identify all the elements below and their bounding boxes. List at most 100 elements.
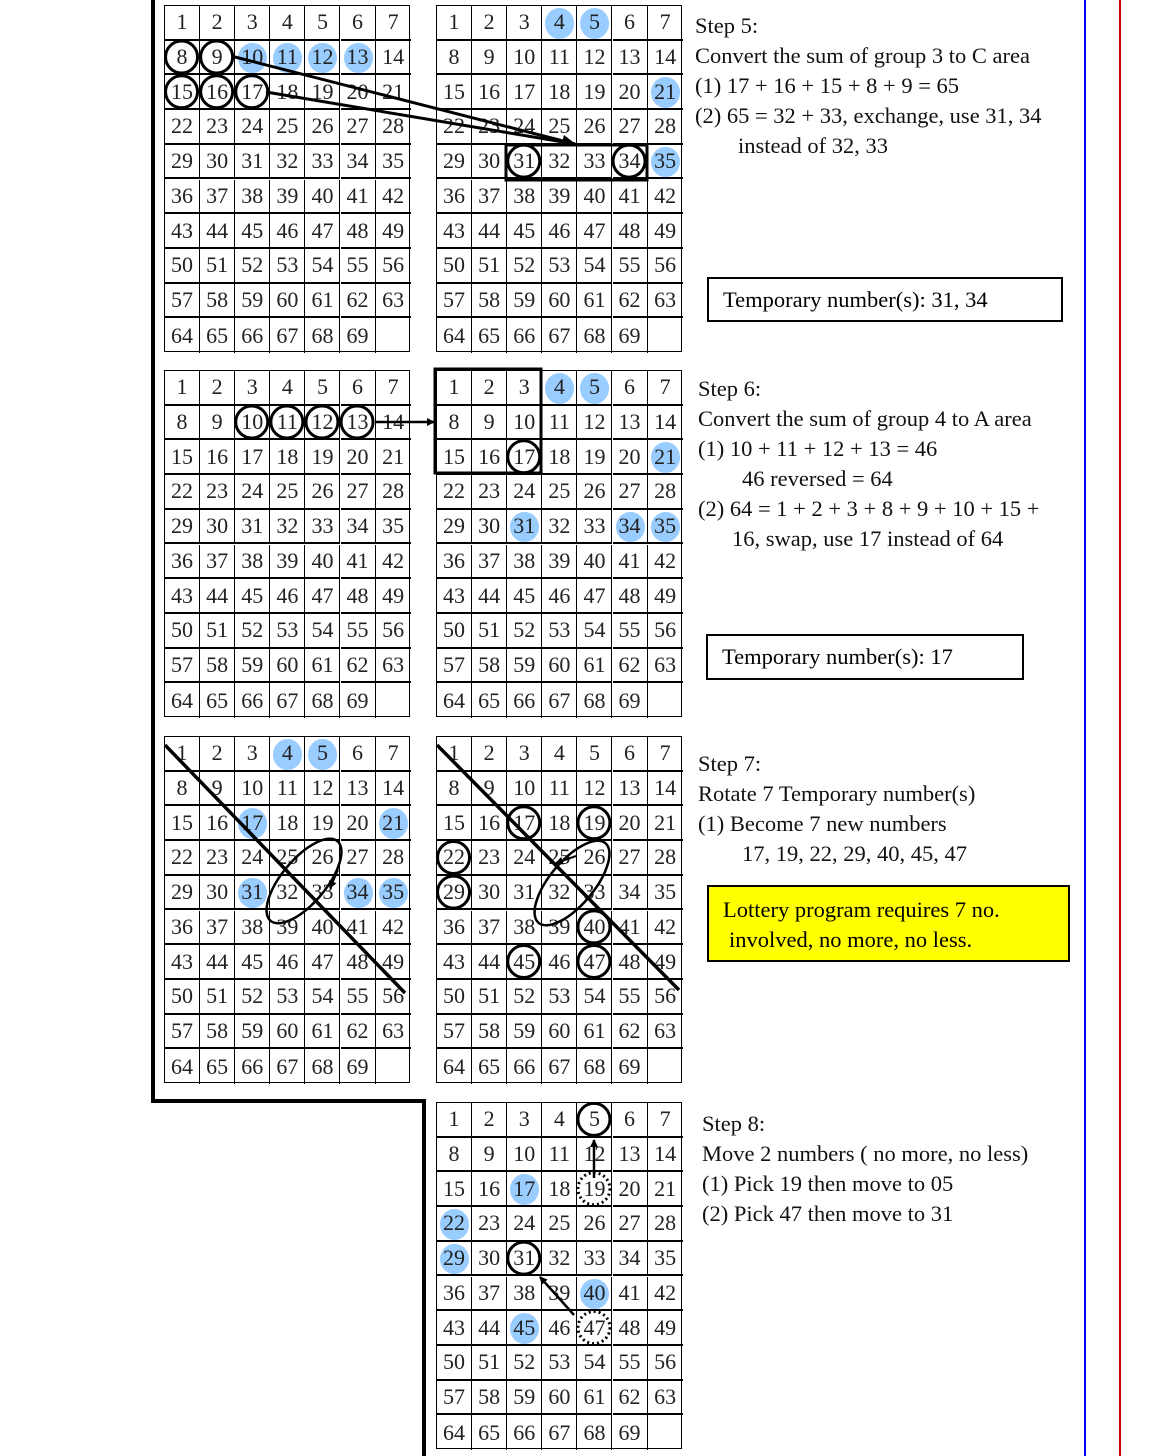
grid-cell: 42 xyxy=(647,1277,683,1312)
grid-cell: 17 xyxy=(235,806,271,842)
grid-cell: 30 xyxy=(472,1241,508,1277)
grid-cell: 2 xyxy=(472,1103,508,1138)
grid-cell: 39 xyxy=(270,910,306,946)
highlight-marker xyxy=(650,442,680,474)
grid-cell: 56 xyxy=(647,980,683,1015)
grid-cell: 60 xyxy=(542,283,578,319)
grid-cell: 48 xyxy=(340,579,376,614)
grid-cell: 26 xyxy=(577,475,613,510)
grid-cell: 68 xyxy=(577,1049,613,1084)
grid-cell: 56 xyxy=(647,1346,683,1381)
grid-cell: 66 xyxy=(507,1049,543,1084)
grid-cell: 53 xyxy=(542,979,578,1015)
grid-cell: 19 xyxy=(577,806,613,842)
grid-cell: 25 xyxy=(542,475,578,510)
grid-cell: 4 xyxy=(542,371,578,406)
grid-cell: 48 xyxy=(612,579,648,614)
grid-cell: 2 xyxy=(472,6,508,41)
grid-cell: 65 xyxy=(200,318,236,353)
grid-cell: 1 xyxy=(165,6,201,41)
grid-cell: 37 xyxy=(200,910,236,946)
grid-cell: 15 xyxy=(437,75,473,111)
grid-cell: 46 xyxy=(542,214,578,249)
grid-cell: 18 xyxy=(270,806,306,842)
grid-cell xyxy=(376,683,411,718)
grid-cell: 4 xyxy=(542,1103,578,1138)
grid-cell xyxy=(648,318,683,353)
grid-cell: 39 xyxy=(542,1276,578,1312)
step7-line1: Rotate 7 Temporary number(s) xyxy=(698,781,976,806)
step7-line3: 17, 19, 22, 29, 40, 45, 47 xyxy=(742,841,967,866)
grid-cell: 64 xyxy=(165,683,201,718)
grid-cell: 66 xyxy=(235,683,271,718)
grid-cell: 20 xyxy=(340,440,376,476)
grid-cell: 5 xyxy=(577,1103,613,1138)
grid-cell: 39 xyxy=(270,544,306,580)
grid-cell: 27 xyxy=(612,475,648,510)
grid-cell: 30 xyxy=(200,875,236,911)
grid-cell: 10 xyxy=(235,771,271,807)
grid-cell: 44 xyxy=(200,945,236,980)
grid-cell: 37 xyxy=(472,1276,508,1312)
grid-cell: 45 xyxy=(507,214,543,249)
grid-cell: 65 xyxy=(472,1415,508,1450)
grid-cell: 36 xyxy=(437,179,473,215)
grid-cell: 35 xyxy=(375,876,411,911)
step8-line3: (2) Pick 47 then move to 31 xyxy=(702,1201,954,1226)
grid-cell: 33 xyxy=(305,144,341,180)
grid-cell: 43 xyxy=(165,579,201,614)
grid-cell: 54 xyxy=(305,613,341,649)
grid-cell: 38 xyxy=(235,910,271,946)
grid-cell: 10 xyxy=(507,405,543,441)
grid-cell: 62 xyxy=(612,283,648,319)
grid-cell: 61 xyxy=(577,648,613,684)
grid-cell: 59 xyxy=(507,1380,543,1416)
grid-cell: 69 xyxy=(341,683,376,718)
grid-cell: 62 xyxy=(612,1380,648,1416)
grid-cell: 38 xyxy=(507,1276,543,1312)
grid-cell: 12 xyxy=(305,405,341,441)
grid-cell: 31 xyxy=(235,509,271,545)
grid-cell: 40 xyxy=(305,179,341,215)
grid-cell: 14 xyxy=(647,41,683,76)
grid-cell: 22 xyxy=(165,110,201,145)
grid-cell: 31 xyxy=(235,875,271,911)
grid-cell: 49 xyxy=(647,214,683,249)
grid-cell: 25 xyxy=(542,841,578,876)
grid-cell: 33 xyxy=(577,144,613,180)
grid-cell: 45 xyxy=(235,579,271,614)
grid-cell: 5 xyxy=(577,737,613,772)
grid-cell: 6 xyxy=(612,737,648,772)
grid-cell: 67 xyxy=(542,1049,578,1084)
grid-cell: 24 xyxy=(507,841,543,876)
grid-cell: 57 xyxy=(437,1014,473,1050)
grid-cell: 46 xyxy=(542,1311,578,1346)
grid-cell: 68 xyxy=(577,318,613,353)
grid-cell: 60 xyxy=(542,648,578,684)
grid-cell: 13 xyxy=(612,771,648,807)
grid-cell: 29 xyxy=(165,144,201,180)
grid-cell: 61 xyxy=(577,1014,613,1050)
grid-cell: 61 xyxy=(577,1380,613,1416)
grid-cell: 5 xyxy=(305,6,341,41)
frame-line-vertical xyxy=(151,0,155,1103)
grid-cell: 24 xyxy=(507,1207,543,1242)
step8-line2: (1) Pick 19 then move to 05 xyxy=(702,1171,954,1196)
grid-cell: 45 xyxy=(507,579,543,614)
grid-cell: 15 xyxy=(165,806,201,842)
grid-cell: 15 xyxy=(437,806,473,842)
grid-cell: 67 xyxy=(270,318,306,353)
grid-cell: 63 xyxy=(647,1015,683,1050)
grid-cell: 65 xyxy=(472,683,508,718)
grid-cell: 7 xyxy=(647,737,683,772)
grid-cell: 5 xyxy=(577,6,613,41)
grid-cell: 29 xyxy=(437,875,473,911)
grid-cell: 52 xyxy=(235,613,271,649)
grid-cell: 52 xyxy=(235,248,271,284)
grid-cell: 1 xyxy=(437,737,473,772)
grid-cell: 66 xyxy=(235,318,271,353)
grid-cell: 34 xyxy=(612,509,648,545)
grid-cell: 25 xyxy=(542,110,578,145)
